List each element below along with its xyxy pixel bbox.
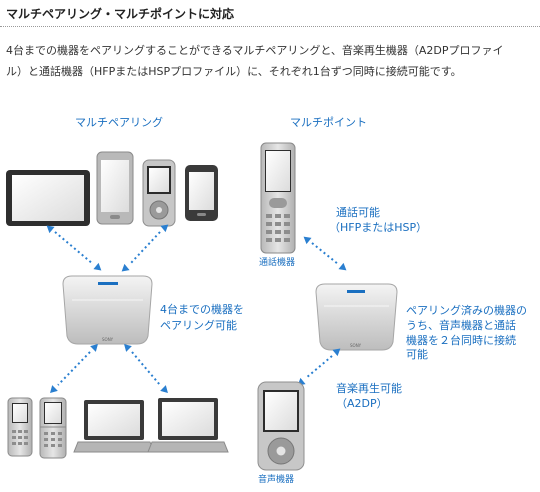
multipoint-heading: マルチポイント <box>290 116 367 129</box>
dotted-divider <box>0 26 540 27</box>
multipoint-note-line1: ペアリング済みの機器の <box>406 303 527 317</box>
laptop-icon-1 <box>73 400 155 453</box>
small-smartphone-icon <box>185 165 218 221</box>
speaker-icon-left: SONY <box>62 275 153 345</box>
speaker-icon-right: SONY <box>315 283 398 351</box>
arrowheads-bottom <box>47 341 171 396</box>
multipairing-note-line1: 4台までの機器を <box>160 302 244 316</box>
pairing-arrows-bottom <box>57 351 161 386</box>
call-capability-line2: （HFPまたはHSP） <box>329 221 427 234</box>
call-capability-line1: 通話可能 <box>336 205 380 219</box>
music-arrow <box>305 355 333 379</box>
intro-line-1: 4台までの機器をペアリングすることができるマルチペアリングと、音楽再生機器（A2… <box>6 44 504 57</box>
multipoint-note-line4: 可能 <box>406 347 428 361</box>
call-device-phone-icon <box>260 142 296 254</box>
intro-paragraph: 4台までの機器をペアリングすることができるマルチペアリングと、音楽再生機器（A2… <box>6 40 534 82</box>
multipairing-note-line2: ペアリング可能 <box>160 318 237 332</box>
music-player-icon <box>142 159 176 227</box>
tablet-icon <box>6 170 90 226</box>
section-header: マルチペアリング・マルチポイントに対応 <box>0 0 540 27</box>
audio-device-player-icon <box>257 381 305 471</box>
multipoint-note-line2: うち、音声機器と通話 <box>406 318 516 332</box>
music-capability-line2: （A2DP） <box>336 397 388 410</box>
section-title: マルチペアリング・マルチポイントに対応 <box>6 7 235 21</box>
audio-device-caption: 音声機器 <box>258 473 294 485</box>
pairing-diagram: マルチペアリング マルチポイント SONY 4台までの機器を ペアリング可能 <box>6 115 527 485</box>
multipairing-heading: マルチペアリング <box>75 115 163 129</box>
candybar-phone-icon <box>7 397 33 457</box>
call-arrow <box>311 242 339 265</box>
music-capability-line1: 音楽再生可能 <box>336 381 402 395</box>
pairing-arrows-top <box>54 231 161 265</box>
call-device-caption: 通話機器 <box>259 256 295 268</box>
speaker-brand-left: SONY <box>102 337 114 342</box>
smartphone-icon <box>96 151 134 225</box>
flip-phone-icon <box>39 397 67 459</box>
arrowheads-top <box>44 221 171 275</box>
multipoint-note-line3: 機器を２台同時に接続 <box>406 333 516 347</box>
speaker-brand-right: SONY <box>350 343 362 348</box>
intro-line-2: ル）と通話機器（HFPまたはHSPプロファイル）に、それぞれ1台ずつ同時に接続可… <box>6 65 462 78</box>
laptop-icon-2 <box>147 398 229 453</box>
